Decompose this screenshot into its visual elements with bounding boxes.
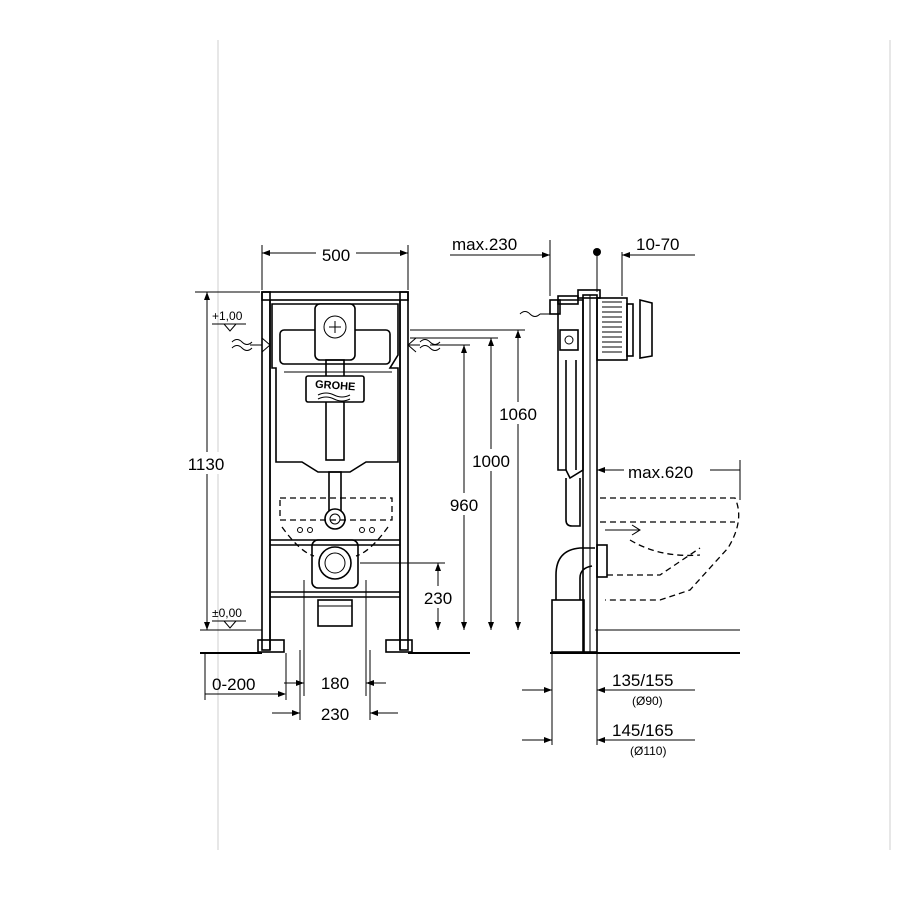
level-mark-floor: ±0,00	[212, 606, 246, 629]
dim-135-155: 135/155 (Ø90)	[522, 652, 695, 745]
side-drain-pipe	[551, 544, 608, 653]
dim-500: 500	[261, 244, 409, 290]
side-floor-line	[550, 629, 740, 654]
dim-10-70: 10-70	[593, 235, 695, 296]
level-mark-top: +1,00	[212, 309, 246, 332]
dim-500-label: 500	[322, 246, 350, 265]
dim-max-230: max.230	[450, 235, 551, 296]
dim-145-165-label: 145/165	[612, 721, 673, 740]
mounting-screws	[297, 527, 375, 533]
dia-90-label: (Ø90)	[632, 694, 663, 708]
dim-1130-label: 1130	[188, 455, 225, 474]
dim-10-70-label: 10-70	[636, 235, 679, 254]
front-view: GROHE	[180, 244, 544, 724]
dim-230-height-label: 230	[424, 589, 452, 608]
dim-1130: 1130	[180, 291, 260, 630]
dim-1060: 1060	[410, 329, 544, 630]
side-dashed-bowl	[600, 497, 740, 601]
logo-grohe: GROHE	[315, 379, 356, 394]
water-inlet-left	[231, 337, 271, 353]
dim-230-height: 230	[360, 562, 456, 630]
dim-960-label: 960	[450, 496, 478, 515]
cistern: GROHE	[271, 303, 399, 473]
side-cistern	[519, 295, 584, 527]
dim-max-620-label: max.620	[628, 463, 693, 482]
dim-960: 960	[430, 344, 484, 630]
side-view: max.230 10-70 max.620 135/155	[450, 235, 741, 758]
background-wall-lines	[217, 40, 891, 850]
dim-230-width-label: 230	[321, 705, 349, 724]
dim-135-155-label: 135/155	[612, 671, 673, 690]
flush-pipe	[311, 471, 359, 627]
dim-230-width: 230	[272, 650, 398, 724]
side-flush-plate	[596, 297, 653, 361]
level-floor-label: ±0,00	[212, 606, 242, 620]
mounting-frame	[257, 291, 413, 653]
dim-1000-label: 1000	[472, 452, 510, 471]
water-inlet-right	[407, 337, 441, 353]
side-frame	[577, 289, 601, 653]
dim-1060-label: 1060	[499, 405, 537, 424]
front-dashed-outline	[279, 497, 393, 557]
dia-110-label: (Ø110)	[630, 744, 666, 758]
dim-180-label: 180	[321, 674, 349, 693]
dim-max-230-label: max.230	[452, 235, 517, 254]
dim-max-620: max.620	[597, 460, 741, 500]
dim-145-165: 145/165 (Ø110)	[522, 721, 695, 758]
dim-1000: 1000	[410, 337, 516, 630]
dim-0-200: 0-200	[204, 653, 287, 700]
front-floor-line	[200, 629, 470, 654]
dim-0-200-label: 0-200	[212, 675, 255, 694]
level-top-label: +1,00	[212, 309, 243, 323]
